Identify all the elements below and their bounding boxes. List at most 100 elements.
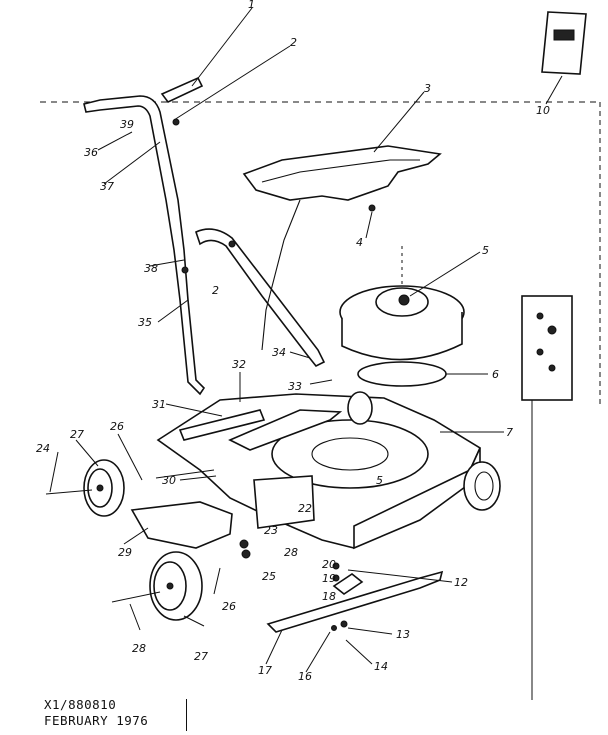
- leader-37: [103, 141, 161, 185]
- rear-baffle: [178, 409, 266, 441]
- leader-4: [365, 211, 373, 239]
- decal-card: [541, 11, 587, 75]
- callout-34: 34: [272, 346, 286, 359]
- leader-26b: [213, 567, 221, 595]
- leader-29: [123, 527, 149, 545]
- callout-38: 38: [144, 262, 158, 275]
- leader-28: [129, 603, 141, 631]
- callout-1: 1: [248, 0, 255, 11]
- callout-19: 19: [322, 572, 336, 585]
- callout-12: 12: [454, 576, 468, 589]
- drawing-date: FEBRUARY 1976: [44, 713, 149, 728]
- hardware-bag-outline: [521, 295, 573, 401]
- callout-37: 37: [100, 180, 114, 193]
- blade-bolt: [340, 620, 348, 628]
- callout-13: 13: [396, 628, 410, 641]
- deflector-body: [242, 145, 442, 201]
- callout-29: 29: [118, 546, 132, 559]
- rear-wheel-right: [347, 391, 373, 425]
- callout-24: 24: [36, 442, 50, 455]
- leader-lines: [49, 7, 563, 673]
- leader-14: [345, 639, 373, 665]
- callout-36: 36: [84, 146, 98, 159]
- hardware-bag: [521, 295, 573, 700]
- callout-7: 7: [506, 426, 513, 439]
- callout-28: 28: [132, 642, 146, 655]
- leader-17: [265, 629, 283, 665]
- front-wheel-left: [149, 551, 203, 621]
- handle-grip: [160, 76, 204, 104]
- engine-cap: [398, 294, 410, 306]
- front-wheel-right: [463, 461, 501, 511]
- callout-28b: 28: [284, 546, 298, 559]
- callout-14: 14: [374, 660, 388, 673]
- grass-deflector: [242, 145, 442, 212]
- leader-31: [165, 403, 223, 417]
- callout-5: 5: [482, 244, 489, 257]
- callout-33: 33: [288, 380, 302, 393]
- callout-5b: 5: [376, 474, 383, 487]
- callout-6: 6: [492, 368, 499, 381]
- adapter-nut: [332, 562, 340, 570]
- leader-12: [347, 569, 453, 583]
- spring: [239, 539, 249, 549]
- discharge-chute: [130, 501, 233, 549]
- wheel-tire-4: [347, 391, 373, 425]
- leader-24: [49, 451, 59, 493]
- leader-30: [179, 475, 217, 481]
- handle-bolt: [172, 118, 180, 126]
- callout-23: 23: [264, 524, 278, 537]
- callout-31: 31: [152, 398, 166, 411]
- instruction-decal: [541, 11, 587, 75]
- leader-26: [117, 433, 143, 481]
- blade-washer: [331, 625, 337, 631]
- deck-center-ring: [311, 437, 389, 471]
- blade-adapter-hardware: [239, 539, 364, 595]
- leader-16: [305, 631, 331, 673]
- callout-2: 2: [290, 36, 297, 49]
- wheel-tire-3: [463, 461, 501, 511]
- handle-knob: [181, 266, 189, 274]
- decal-image: [553, 29, 575, 41]
- rear-axle-bolt: [45, 489, 93, 495]
- callout-30: 30: [162, 474, 176, 487]
- callout-16: 16: [298, 670, 312, 683]
- callout-2b: 2: [212, 284, 219, 297]
- drawing-reference: X1/880810 FEBRUARY 1976: [44, 697, 148, 729]
- wheel-hub-3: [474, 471, 494, 501]
- engine-block: [341, 312, 463, 361]
- callout-26: 26: [110, 420, 124, 433]
- callout-27b: 27: [194, 650, 208, 663]
- hardware-item-4: [548, 364, 556, 372]
- engine: [339, 246, 465, 387]
- callout-20: 20: [322, 558, 336, 571]
- callout-18: 18: [322, 590, 336, 603]
- front-axle-bolt: [111, 591, 161, 603]
- adapter-washer: [332, 574, 340, 582]
- deflector-screw: [368, 204, 376, 212]
- deck-opening: [271, 419, 429, 489]
- leader-33: [309, 379, 333, 385]
- axle-shaft: [155, 469, 215, 479]
- mower-deck: [156, 393, 482, 550]
- callout-10: 10: [536, 104, 550, 117]
- deck-side: [353, 447, 481, 550]
- callout-17: 17: [258, 664, 272, 677]
- leader-34: [289, 351, 311, 359]
- hardware-item-3: [536, 348, 544, 356]
- deflector-inner-line: [261, 159, 420, 183]
- handle-knob-2: [228, 240, 236, 248]
- deck-rear-rail: [228, 409, 343, 451]
- upper-handle: [83, 95, 206, 396]
- callout-32: 32: [232, 358, 246, 371]
- leader-2: [173, 45, 291, 121]
- handle-assembly: [83, 76, 326, 396]
- leader-27: [75, 439, 99, 467]
- leader-13: [347, 627, 393, 635]
- leader-27b: [183, 615, 205, 627]
- callout-25: 25: [262, 570, 276, 583]
- wheel-center-2: [166, 582, 174, 590]
- leader-38: [149, 259, 185, 267]
